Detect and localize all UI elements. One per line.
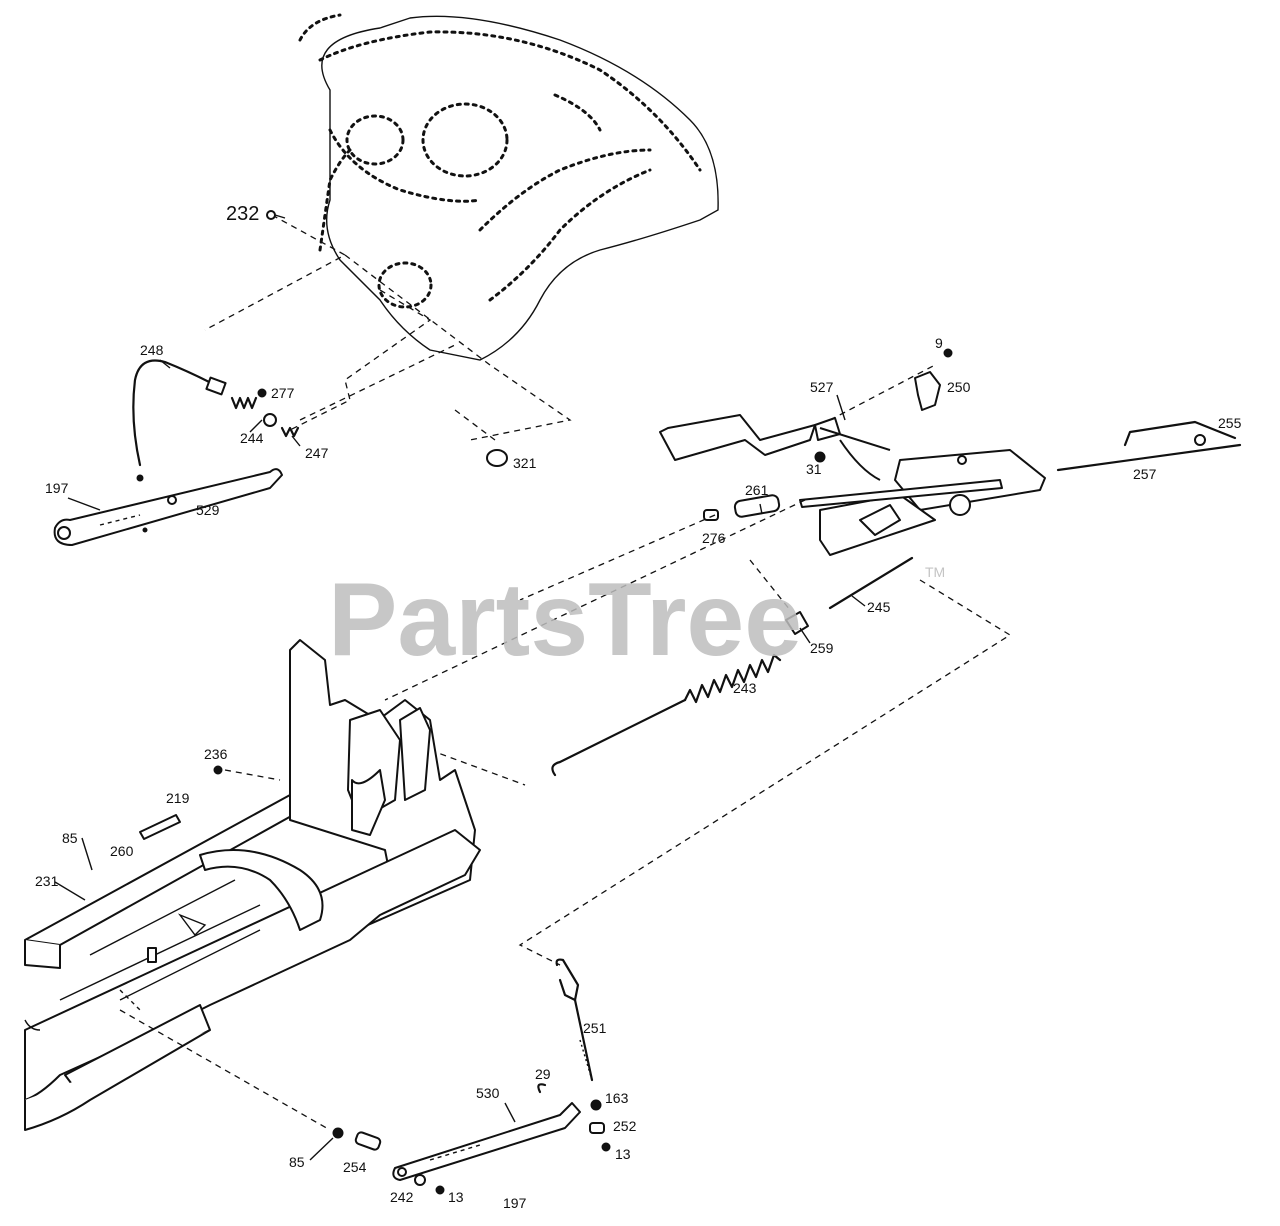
chassis-frame (24, 639, 481, 1131)
leader-lines (54, 359, 866, 1161)
screw-232 (266, 210, 286, 220)
watermark: PartsTree TM (328, 562, 945, 678)
label-243: 243 (733, 680, 757, 696)
nut-163 (590, 1099, 602, 1111)
nut-85-bottom (332, 1127, 344, 1139)
bushing-252 (589, 1122, 605, 1134)
label-163: 163 (605, 1090, 629, 1106)
label-13-right: 13 (615, 1146, 631, 1162)
rod-255 (1123, 420, 1237, 447)
label-85-bottom: 85 (289, 1154, 305, 1170)
guide-lines-top (204, 214, 572, 441)
label-29: 29 (535, 1066, 551, 1082)
label-197-bottom: 197 (503, 1195, 527, 1211)
cable-248 (132, 359, 227, 467)
lever-529 (53, 468, 283, 546)
watermark-text: PartsTree (328, 562, 802, 678)
label-244: 244 (240, 430, 264, 446)
sleeve-247 (263, 413, 300, 438)
pin-219 (139, 814, 181, 840)
fender-hood (298, 13, 719, 361)
label-321: 321 (513, 455, 537, 471)
ferrule-259 (785, 611, 809, 635)
label-85-top: 85 (62, 830, 78, 846)
pin-254 (354, 1131, 382, 1151)
rod-251 (555, 958, 594, 1082)
label-31: 31 (806, 461, 822, 477)
label-261: 261 (745, 482, 769, 498)
label-277: 277 (271, 385, 295, 401)
label-13-bottom: 13 (448, 1189, 464, 1205)
watermark-tm: TM (925, 564, 945, 580)
label-251: 251 (583, 1020, 607, 1036)
label-236: 236 (204, 746, 228, 762)
label-252: 252 (613, 1118, 637, 1134)
lever-530 (392, 1102, 581, 1181)
label-530: 530 (476, 1085, 500, 1101)
bushing-261 (733, 494, 781, 518)
label-247: 247 (305, 445, 329, 461)
washer-242 (414, 1174, 426, 1186)
nut-13-right (601, 1142, 611, 1152)
label-259: 259 (810, 640, 834, 656)
label-245: 245 (867, 599, 891, 615)
label-219: 219 (166, 790, 190, 806)
label-254: 254 (343, 1159, 367, 1175)
label-9: 9 (935, 335, 943, 351)
spring-244 (230, 396, 258, 410)
spring-243 (551, 653, 782, 777)
label-232: 232 (226, 203, 259, 225)
rod-245 (828, 556, 914, 610)
label-257: 257 (1133, 466, 1157, 482)
label-250: 250 (947, 379, 971, 395)
label-248: 248 (140, 342, 164, 358)
bracket-527 (659, 414, 1046, 556)
label-255: 255 (1218, 415, 1242, 431)
bolt-236 (213, 765, 223, 775)
label-231: 231 (35, 873, 59, 889)
guide-lines-right (384, 364, 1012, 966)
guide-lower-left (119, 1009, 331, 1131)
label-529: 529 (196, 502, 220, 518)
nut-13-bottom (435, 1185, 445, 1195)
label-260: 260 (110, 843, 134, 859)
guide-236 (224, 769, 281, 781)
nut-31 (814, 451, 826, 463)
label-527: 527 (810, 379, 834, 395)
rod-257 (1056, 443, 1242, 472)
callout-labels: 232 248 277 244 247 197 529 321 9 250 52… (35, 203, 1242, 1211)
clip-250 (914, 348, 953, 411)
label-242: 242 (390, 1189, 414, 1205)
bushing-276 (703, 509, 719, 521)
label-197-top: 197 (45, 480, 69, 496)
plug-321 (486, 449, 508, 467)
nut-277 (257, 388, 267, 398)
clip-29 (537, 1083, 547, 1094)
label-276: 276 (702, 530, 726, 546)
